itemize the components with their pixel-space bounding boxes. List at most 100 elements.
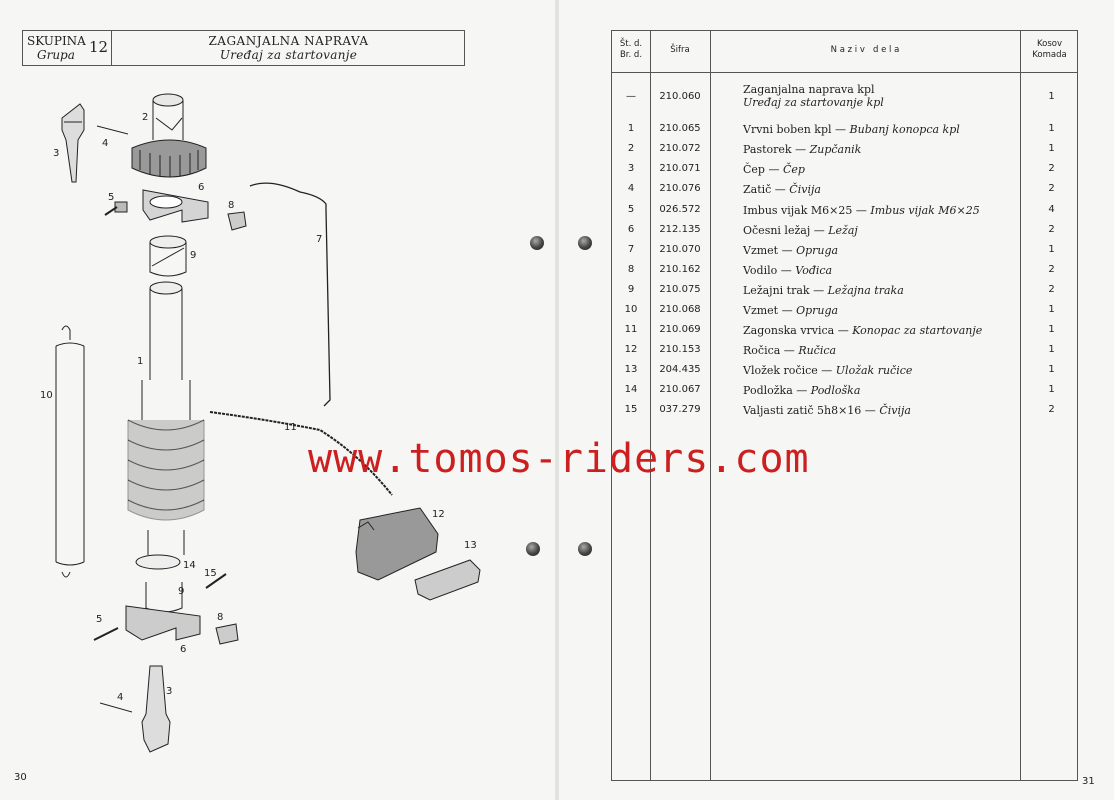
group-number: 12	[89, 38, 109, 56]
diagram-labels: 2 4 3 5 6 8 9 7 1 10 11 12 13 14 15 9 8 …	[40, 112, 477, 703]
bearing-strip-part-bottom	[145, 582, 183, 613]
table-row: 7 210.070 1 Vzmet — Opruga	[612, 244, 1079, 264]
part-name-croatian: Čep	[782, 163, 805, 176]
bearing-part-top	[142, 189, 209, 223]
label-5: 5	[108, 192, 114, 203]
watermark: www.tomos-riders.com	[308, 436, 810, 482]
part-number: 9	[627, 284, 635, 295]
group-header: SKUPINA Grupa 12 ZAGANJALNA NAPRAVA Uređ…	[22, 30, 465, 66]
part-name-croatian: Čivija	[789, 183, 821, 196]
group-cell: SKUPINA Grupa 12	[23, 31, 112, 65]
col-header-name: N a z i v d e l a	[830, 45, 900, 55]
part-name-slovene: Vzmet —	[743, 244, 793, 257]
label-9-bottom: 9	[178, 586, 184, 597]
screw-part-bottom	[93, 627, 119, 641]
pin-part-top	[96, 125, 129, 135]
part-quantity: 1	[1048, 364, 1055, 375]
label-6-bottom: 6	[180, 644, 186, 655]
part-name-slovene: Vložek ročice —	[743, 364, 833, 377]
part-name: Vzmet — Opruga	[743, 244, 1023, 257]
grupa-label: Grupa	[37, 48, 75, 62]
part-quantity: 2	[1048, 284, 1055, 295]
part-quantity: 2	[1048, 264, 1055, 275]
section-title: ZAGANJALNA NAPRAVA	[208, 34, 369, 48]
part-number: 7	[627, 244, 635, 255]
table-row: 4 210.076 2 Zatič — Čivija	[612, 183, 1079, 203]
part-name: Očesni ležaj — Ležaj	[743, 224, 1023, 237]
part-name-croatian: Zupčanik	[809, 143, 862, 156]
coil-spring-part	[55, 325, 85, 578]
part-name-croatian: Vođica	[795, 264, 833, 277]
part-number: 11	[624, 324, 638, 335]
part-number: 6	[627, 224, 635, 235]
skupina-label: SKUPINA	[27, 34, 86, 48]
part-name-slovene: Valjasti zatič 5h8×16 —	[743, 404, 876, 417]
part-number: 1	[627, 123, 635, 134]
part-code: 210.069	[659, 324, 701, 335]
part-name-slovene: Zagonska vrvica —	[743, 324, 849, 337]
part-number: 4	[627, 183, 635, 194]
part-name-croatian: Uložak ručice	[835, 364, 913, 377]
part-code: 210.071	[659, 163, 701, 174]
bearing-strip-part-top	[149, 235, 187, 277]
label-8: 8	[228, 200, 234, 211]
part-name-slovene: Zatič —	[743, 183, 786, 196]
part-name-croatian: Čivija	[879, 404, 911, 417]
part-code: 210.076	[659, 183, 701, 194]
part-name: Vrvni boben kpl — Bubanj konopca kpl	[743, 123, 1023, 136]
part-quantity: 1	[1048, 244, 1055, 255]
part-code: 210.067	[659, 384, 701, 395]
parts-table: Št. d. Br. d. Šifra N a z i v d e l a Ko…	[611, 30, 1078, 781]
label-10: 10	[40, 390, 53, 401]
part-quantity: 2	[1048, 183, 1055, 194]
part-number: 13	[624, 364, 638, 375]
part-name: Pastorek — Zupčanik	[743, 143, 1023, 156]
label-3: 3	[53, 148, 59, 159]
screw-part-top	[104, 201, 128, 216]
page-number-left: 30	[14, 772, 27, 783]
label-2: 2	[142, 112, 148, 123]
part-name: Zagonska vrvica — Konopac za startovanje	[743, 324, 1023, 337]
guide-part-bottom	[215, 623, 239, 645]
part-name-slovene: Očesni ležaj —	[743, 224, 825, 237]
part-name-croatian: Ležaj	[828, 224, 858, 237]
binder-hole	[530, 236, 544, 250]
part-quantity: 2	[1048, 163, 1055, 174]
part-name-slovene: Ležajni trak —	[743, 284, 825, 297]
part-name-croatian: Bubanj konopca kpl	[849, 123, 960, 136]
part-number: 3	[627, 163, 635, 174]
part-name-slovene: Čep —	[743, 163, 780, 176]
part-code: 210.060	[659, 91, 701, 102]
col-header-code: Šifra	[670, 45, 690, 55]
part-code: 210.075	[659, 284, 701, 295]
label-5-bottom: 5	[96, 614, 102, 625]
part-name-croatian: Ležajna traka	[827, 284, 904, 297]
part-quantity: 1	[1048, 384, 1055, 395]
part-quantity: 1	[1048, 123, 1055, 134]
starter-rope-part	[209, 411, 393, 496]
part-number: 8	[627, 264, 635, 275]
exploded-parts-diagram: 2 4 3 5 6 8 9 7 1 10 11 12 13 14 15 9 8 …	[40, 93, 481, 753]
binder-hole	[578, 236, 592, 250]
label-6: 6	[198, 182, 204, 193]
part-name-croatian: Konopac za startovanje	[852, 324, 983, 337]
part-name-croatian: Opruga	[796, 244, 839, 257]
pin-part-15	[205, 573, 227, 589]
part-name-slovene: Vodilo —	[743, 264, 792, 277]
part-name-slovene: Zaganjalna naprava kpl	[743, 83, 875, 96]
part-number: —	[626, 91, 636, 102]
part-name: Ročica — Ručica	[743, 344, 1023, 357]
part-name-slovene: Pastorek —	[743, 143, 807, 156]
pinion-part	[131, 93, 207, 178]
part-name-slovene: Vrvni boben kpl —	[743, 123, 847, 136]
part-quantity: 1	[1048, 143, 1055, 154]
part-code: 210.070	[659, 244, 701, 255]
rope-drum-part	[127, 281, 205, 555]
